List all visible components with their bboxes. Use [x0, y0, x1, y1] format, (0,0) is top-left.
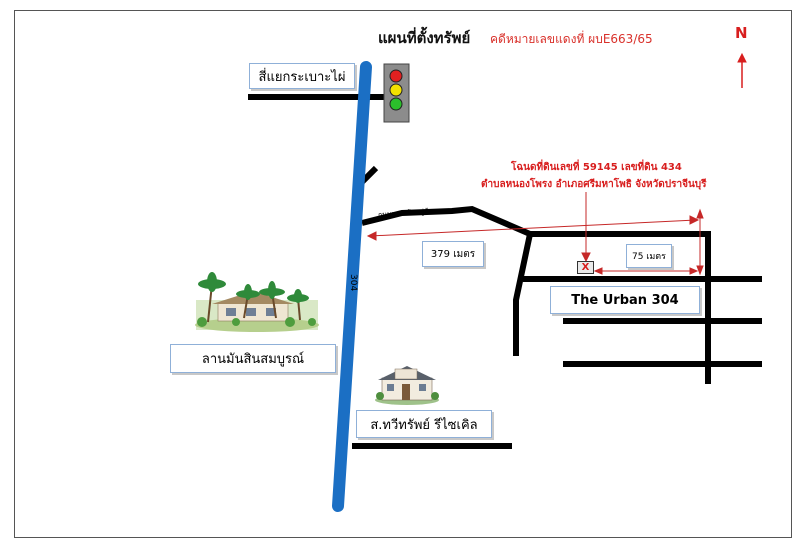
distance-vertical-arrow-bottom: [696, 265, 704, 276]
highway-304: [332, 61, 372, 512]
label-distance-379: 379 เมตร: [422, 241, 484, 267]
pointer-arrow: [581, 252, 591, 263]
distance-75-arrow-right: [689, 267, 699, 275]
north-arrow-icon: [737, 52, 747, 88]
label-lan-mun: ลานมันสินสมบูรณ์: [170, 344, 336, 373]
map-title: แผนที่ตั้งทรัพย์: [378, 29, 471, 47]
label-distance-75: 75 เมตร: [626, 244, 672, 268]
property-note-line2: ตำบลหนองโพรง อำเภอศรีมหาโพธิ จังหวัดปราจ…: [481, 179, 707, 190]
case-number: คดีหมายเลขแดงที่ ผบE663/65: [490, 32, 653, 46]
distance-379-arrow-right: [689, 215, 700, 225]
traffic-light-icon: [383, 63, 410, 123]
distance-379-line: [369, 219, 697, 237]
road-village-entrance: [361, 205, 711, 384]
distance-75-arrow-left: [593, 267, 603, 275]
house-icon: [375, 366, 439, 405]
road-branch: [513, 233, 533, 356]
label-recycle: ส.ทวีทรัพย์ รีไซเคิล: [356, 410, 492, 438]
north-label: N: [735, 24, 748, 42]
label-the-urban: The Urban 304: [550, 286, 700, 314]
distance-379-arrow-left: [366, 231, 377, 241]
distance-vertical-arrow-top: [696, 208, 704, 219]
highway-number-label: 304: [348, 274, 358, 292]
label-traffic-light: สี่แยกระเบาะไผ่: [249, 63, 355, 89]
property-note-line1: โฉนดที่ดินเลขที่ 59145 เลขที่ดิน 434: [511, 162, 682, 173]
palm-trees-icon: [195, 272, 319, 332]
property-marker: X: [577, 261, 594, 274]
